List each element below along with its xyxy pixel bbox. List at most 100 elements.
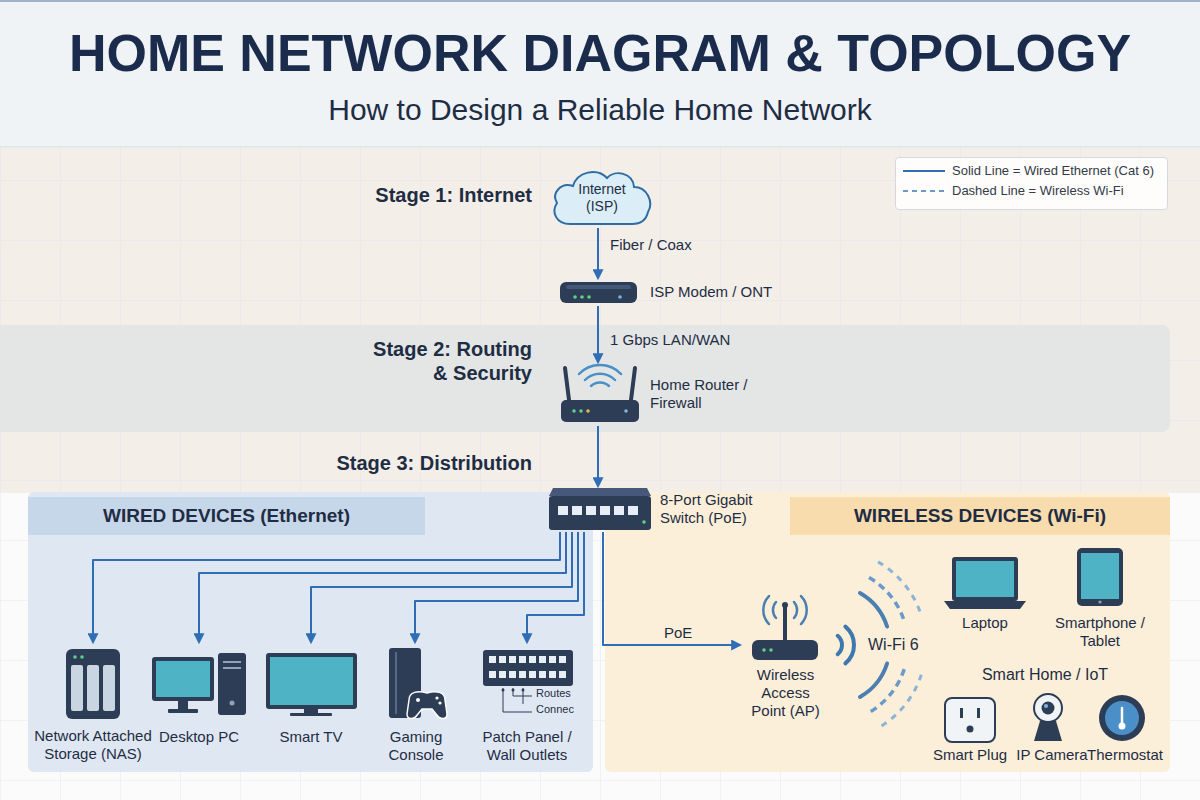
connector-arrow <box>415 532 578 642</box>
node-label: Gaming Console <box>366 728 466 764</box>
laptop-icon <box>952 557 1018 601</box>
smart-plug-icon <box>960 708 963 718</box>
router-icon <box>561 400 639 422</box>
device-node: Smartphone / Tablet <box>1065 545 1140 653</box>
tv-icon <box>290 713 332 716</box>
modem-icon <box>580 295 584 299</box>
tv-icon <box>266 653 357 709</box>
connector-arrow <box>93 532 560 642</box>
node-label: ISP Modem / ONT <box>650 283 800 301</box>
page-title: HOME NETWORK DIAGRAM & TOPOLOGY <box>0 22 1200 84</box>
access-point-icon <box>783 606 787 640</box>
patch-panel-icon <box>519 671 526 678</box>
legend-samples <box>903 170 945 172</box>
internet-cloud: Internet (ISP) <box>548 166 656 228</box>
patch-panel-icon <box>529 656 536 663</box>
patch-panel-icon <box>529 671 536 678</box>
switch-icon <box>628 506 638 515</box>
console-icon <box>407 692 447 719</box>
connector-arrow <box>597 306 599 362</box>
laptop-icon <box>944 557 1026 609</box>
patch-panel-icon <box>549 656 556 663</box>
access-point-icon <box>762 648 766 652</box>
router-icon <box>579 409 583 413</box>
router-icon <box>572 409 576 413</box>
access-point-icon <box>769 648 773 652</box>
device-node: Wireless Access Point (AP) <box>740 598 830 722</box>
patch-panel-icon <box>523 688 524 704</box>
node-label: Patch Panel / Wall Outlets <box>472 728 582 764</box>
modem-node: ISP Modem / ONT <box>556 278 796 306</box>
page-subtitle: How to Design a Reliable Home Network <box>0 92 1200 128</box>
ip-camera-icon <box>1034 694 1062 722</box>
modem-icon <box>560 282 637 303</box>
legend-samples <box>903 171 945 191</box>
nas-icon <box>66 649 120 719</box>
patch-panel-icon <box>559 671 566 678</box>
node-label: WIRED DEVICES (Ethernet) <box>28 497 425 535</box>
thermostat-icon <box>1099 695 1145 741</box>
ip-camera-icon <box>1034 721 1062 741</box>
router-icon <box>631 368 635 400</box>
access-point-icon <box>794 602 797 618</box>
connector-arrow <box>527 532 584 642</box>
node-label: Smartphone / Tablet <box>1040 614 1160 650</box>
router-node: Home Router / Firewall <box>556 362 771 426</box>
device-node: Smart TV <box>263 642 359 752</box>
router-icon <box>585 374 615 380</box>
desktop-icon <box>223 667 241 669</box>
tv-icon <box>304 709 318 713</box>
connector-arrow <box>597 426 599 486</box>
router-icon <box>586 409 590 413</box>
stage-band: Stage 2: Routing & SecurityHome Router /… <box>0 325 1170 432</box>
nas-icon <box>103 665 115 711</box>
edge-label: Fiber / Coax <box>610 236 770 254</box>
node-label: Internet (ISP) <box>567 181 637 215</box>
header-rule <box>0 147 1200 148</box>
modem-icon <box>587 295 591 299</box>
switch-icon <box>549 496 651 530</box>
console-icon <box>395 652 397 714</box>
annotation-label: Stage 3: Distribution <box>330 451 532 475</box>
wifi-waves <box>838 562 922 728</box>
patch-panel-icon <box>489 671 496 678</box>
nas-icon <box>80 655 84 659</box>
smart-plug-icon <box>977 708 980 718</box>
switch-icon <box>614 506 624 515</box>
wifi-waves <box>869 669 904 712</box>
console-icon <box>389 648 447 719</box>
smart-plug-icon <box>945 698 995 742</box>
access-point-icon <box>752 640 818 660</box>
smart-plug-icon <box>967 726 974 733</box>
wifi-waves <box>869 578 904 621</box>
patch-panel-icon <box>483 650 573 686</box>
smart-plug-icon <box>945 698 995 742</box>
router-icon <box>579 365 621 374</box>
patch-panel-icon <box>559 656 566 663</box>
access-point-icon <box>801 596 807 624</box>
modem-icon <box>566 285 631 289</box>
legend-samples <box>903 190 945 192</box>
top-rule <box>0 0 1200 2</box>
modem-icon <box>573 295 577 299</box>
desktop-icon <box>218 653 246 715</box>
patch-panel-icon <box>519 656 526 663</box>
laptop-icon <box>956 561 1014 597</box>
switch-icon <box>600 506 610 515</box>
node-label: Laptop <box>935 614 1035 632</box>
node-label: Stage 2: Routing & Security <box>360 337 532 385</box>
tv-icon <box>266 653 357 716</box>
connector-arrow <box>199 532 566 642</box>
header-band <box>0 0 1200 147</box>
desktop-icon <box>152 653 246 715</box>
tablet-icon <box>1077 548 1123 606</box>
device-node: Gaming Console <box>380 642 452 762</box>
nas-icon <box>66 649 120 719</box>
device-node: Network Attached Storage (NAS) <box>32 642 154 766</box>
patch-panel-icon <box>483 650 573 712</box>
ip-camera-icon <box>1044 704 1048 708</box>
